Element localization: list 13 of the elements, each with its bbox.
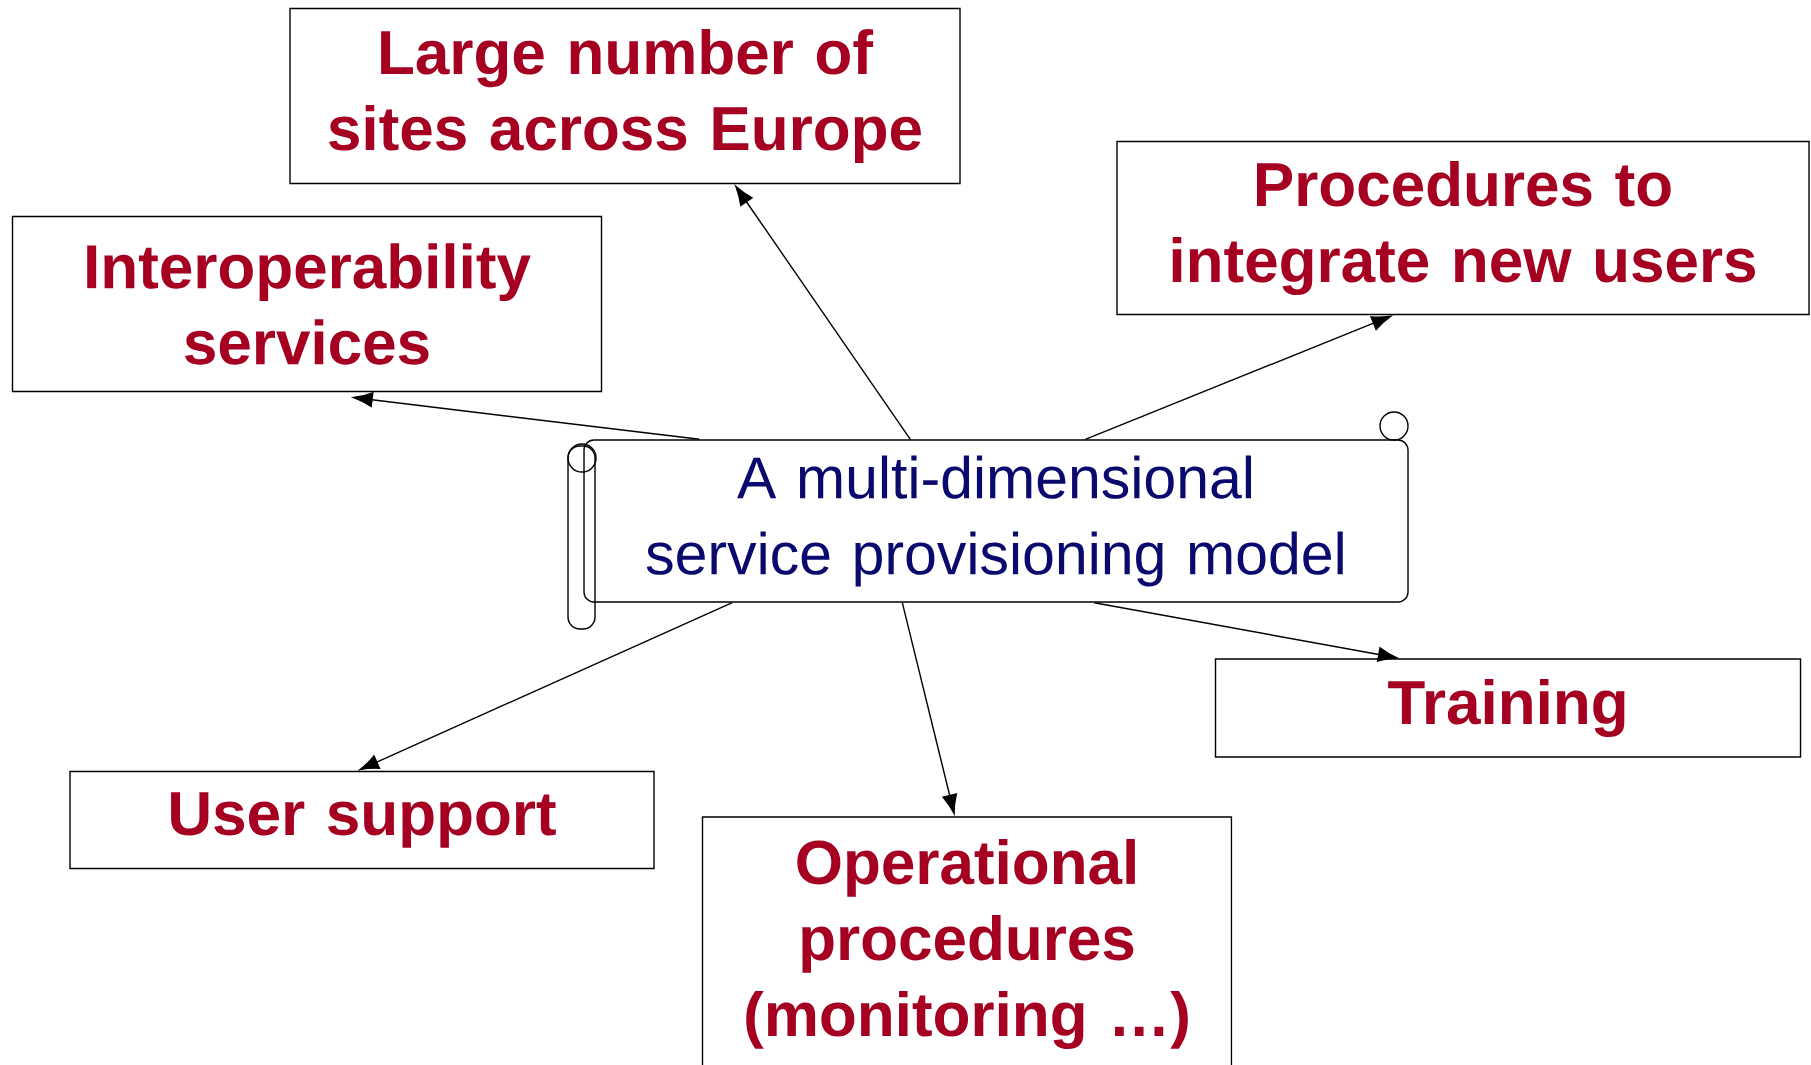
text-box: User support	[69, 770, 655, 870]
arrow	[353, 392, 700, 440]
arrow	[901, 602, 958, 815]
arrow	[1093, 602, 1398, 662]
text-box: Interoperability services	[11, 215, 603, 393]
arrow	[735, 185, 911, 440]
scroll-banner: A multi-dimensional service provisioning model	[567, 411, 1409, 630]
text-box: Large number of sites across Europe	[289, 7, 961, 185]
text-box: Operational procedures (monitoring …)	[701, 816, 1233, 1065]
arrow	[1084, 315, 1392, 440]
text-box: Training	[1214, 658, 1802, 758]
arrow	[359, 602, 733, 771]
text-box: Procedures to integrate new users	[1116, 140, 1810, 316]
